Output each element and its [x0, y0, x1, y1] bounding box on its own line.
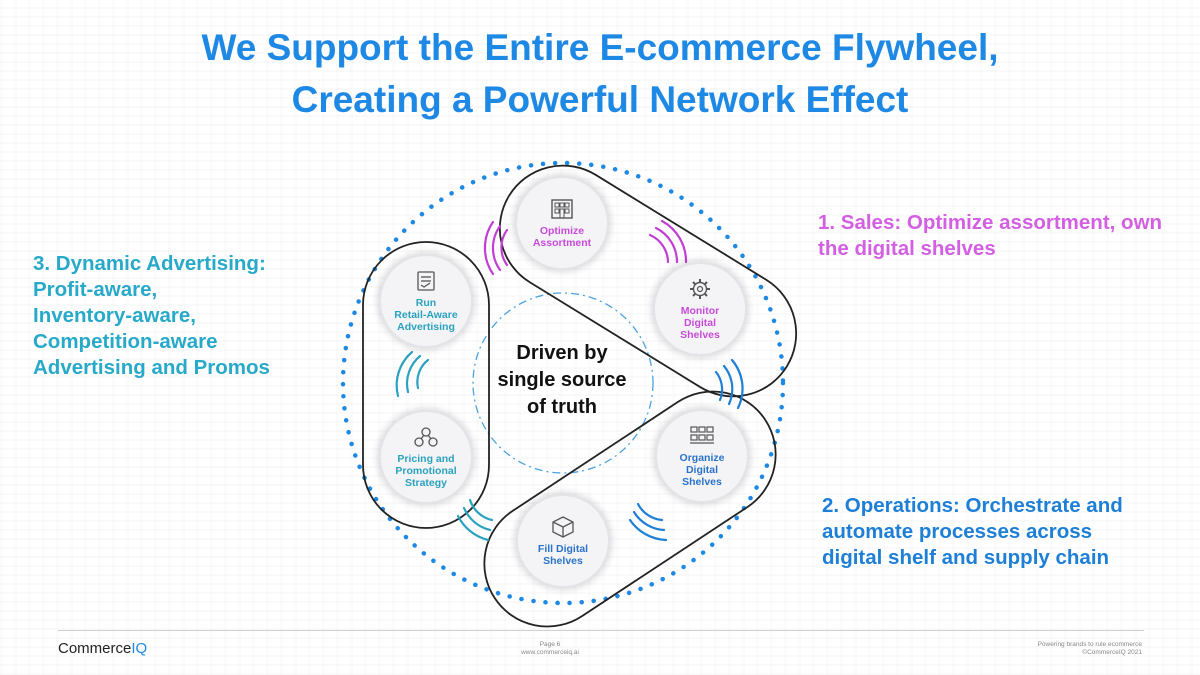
node-label-line: Pricing and [397, 453, 455, 465]
operations-capsule [483, 390, 777, 628]
node-label-line: Digital [683, 317, 717, 329]
center-caption-line: Driven by [516, 342, 608, 364]
wave-arcs-pink-left [483, 220, 509, 276]
box-icon [552, 516, 574, 538]
shelves-icon [690, 426, 714, 444]
advertising-callout-line: Profit-aware, [33, 278, 158, 301]
sales-capsule [498, 164, 798, 398]
node-label-line: Digital [685, 464, 719, 476]
ad-icon [417, 271, 435, 291]
advertising-capsule [362, 241, 490, 529]
operations-callout-line: 2. Operations: Orchestrate and [822, 494, 1123, 517]
sales-callout: 1. Sales: Optimize assortment, own the d… [818, 210, 1162, 262]
page-title: We Support the Entire E-commerce Flywhee… [0, 22, 1200, 126]
operations-callout: 2. Operations: Orchestrate and automate … [822, 493, 1123, 571]
sales-callout-line: the digital shelves [818, 237, 996, 260]
advertising-callout-line: Competition-aware [33, 330, 218, 353]
wave-arcs-blue-bottom [628, 502, 668, 542]
node-label: Run Retail-Aware Advertising [394, 297, 457, 333]
advertising-callout-line: 3. Dynamic Advertising: [33, 252, 266, 275]
node-label-line: Shelves [543, 555, 583, 567]
node-label: Monitor Digital Shelves [680, 305, 720, 341]
tagline-text: Powering brands to rule ecommerce [1037, 641, 1142, 648]
copyright-text: ©CommerceIQ 2021 [1082, 649, 1142, 656]
center-caption-line: of truth [527, 396, 597, 418]
operations-callout-line: automate processes across [822, 520, 1093, 543]
brand-name-main: Commerce [58, 640, 132, 657]
node-label-line: Shelves [680, 329, 720, 341]
page-number: Page 6 [539, 641, 561, 648]
footer-tagline: Powering brands to rule ecommerce ©Comme… [1038, 641, 1142, 657]
gear-icon [690, 279, 710, 299]
node-organize-digital-shelves: Organize Digital Shelves [655, 409, 749, 503]
node-pricing-promotional-strategy: Pricing and Promotional Strategy [379, 410, 473, 504]
node-label-line: Strategy [404, 477, 447, 489]
wave-arcs-blue-right [714, 358, 744, 410]
operations-callout-line: digital shelf and supply chain [822, 546, 1110, 569]
node-label-line: Shelves [682, 476, 722, 488]
wave-arcs-pink-right [648, 219, 688, 264]
node-run-retail-aware-advertising: Run Retail-Aware Advertising [379, 254, 473, 348]
inner-dashdot-ring [472, 292, 654, 474]
node-label: Pricing and Promotional Strategy [395, 453, 456, 489]
node-label-line: Run [415, 297, 437, 309]
center-caption-line: single source [497, 369, 627, 391]
advertising-callout: 3. Dynamic Advertising: Profit-aware, In… [33, 251, 270, 381]
node-fill-digital-shelves: Fill Digital Shelves [516, 494, 610, 588]
store-icon [551, 199, 573, 219]
node-label-line: Advertising [397, 321, 455, 333]
node-label-line: Assortment [532, 237, 592, 249]
node-label-line: Organize [679, 452, 725, 464]
advertising-callout-line: Advertising and Promos [33, 356, 270, 379]
title-line-2: Creating a Powerful Network Effect [291, 79, 909, 120]
node-label-line: Optimize [539, 225, 585, 237]
title-line-1: We Support the Entire E-commerce Flywhee… [201, 27, 999, 68]
center-caption: Driven by single source of truth [472, 340, 652, 421]
node-label: Organize Digital Shelves [680, 452, 725, 488]
advertising-callout-line: Inventory-aware, [33, 304, 196, 327]
wave-arcs-teal-bottom [456, 498, 494, 542]
node-label-line: Monitor [680, 305, 720, 317]
node-monitor-digital-shelves: Monitor Digital Shelves [653, 262, 747, 356]
brand-name-accent: IQ [131, 640, 148, 657]
node-label: Optimize Assortment [533, 225, 591, 249]
wave-arcs-teal-left [395, 350, 430, 398]
website-url: www.commerceiq.ai [521, 649, 579, 656]
footer-divider [58, 630, 1144, 631]
sales-callout-line: 1. Sales: Optimize assortment, own [818, 211, 1163, 234]
node-optimize-assortment: Optimize Assortment [515, 176, 609, 270]
pricing-icon [414, 427, 438, 447]
brand-logo: CommerceIQ [58, 640, 147, 657]
node-label-line: Fill Digital [537, 543, 589, 555]
node-label: Fill Digital Shelves [538, 543, 588, 567]
node-label-line: Retail-Aware [394, 309, 458, 321]
page-info: Page 6 www.commerceiq.ai [500, 641, 600, 657]
outer-dotted-ring [340, 160, 786, 606]
node-label-line: Promotional [395, 465, 457, 477]
